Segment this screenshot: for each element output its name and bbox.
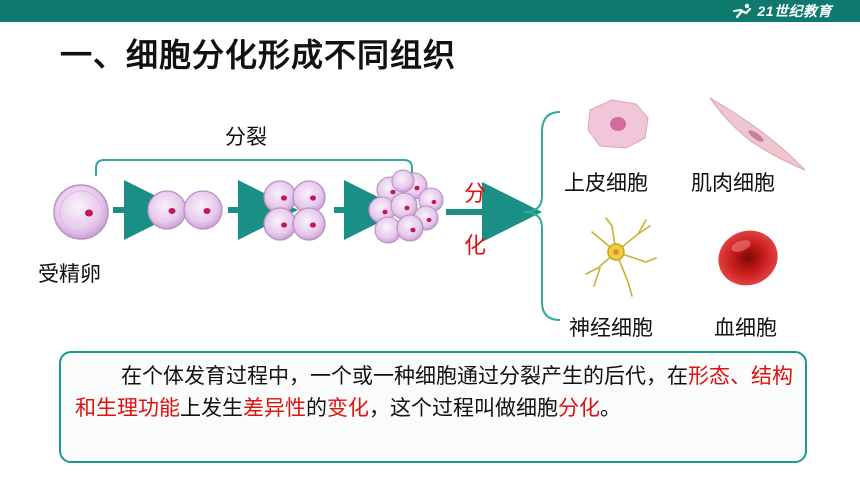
morula-cluster [368,169,444,244]
nerve-cell-image [585,217,657,297]
definition-part-4: ，这个过程叫做细胞 [369,396,558,420]
definition-part-5: 。 [600,396,621,420]
top-banner: 21世纪教育 [0,0,860,22]
highlight-form-structure-function: 形态、结构和生理功能 [75,364,793,420]
differentiation-label-bottom: 化 [464,234,487,259]
blood-cell-label: 血细胞 [714,316,777,340]
site-logo: 21世纪教育 [732,2,832,20]
four-cell-stage [263,180,326,241]
page-title: 一、细胞分化形成不同组织 [60,36,457,74]
muscle-cell-label: 肌肉细胞 [691,171,775,195]
highlight-difference: 差异性 [243,396,306,420]
definition-part-1: 在个体发育过程中，一个或一种细胞通过分裂产生的后代，在 [121,364,688,388]
definition-part-2: 上发生 [180,396,243,420]
differentiation-label-top: 分 [464,182,487,207]
runner-icon [733,3,752,19]
blood-cell-image [718,230,778,286]
division-bracket [95,159,413,176]
definition-text: 在个体发育过程中，一个或一种细胞通过分裂产生的后代，在形态、结构和生理功能上发生… [75,360,797,424]
division-label: 分裂 [225,125,267,149]
zygote-cell [53,184,109,240]
epithelial-cell-label: 上皮细胞 [564,171,648,195]
epithelial-cell-image [587,99,649,149]
logo-text: 21世纪教育 [757,3,832,19]
highlight-differentiation: 分化 [558,396,600,420]
zygote-label: 受精卵 [38,262,101,286]
highlight-change: 变化 [327,396,369,420]
nerve-cell-label: 神经细胞 [569,316,653,340]
cell-types-brace [523,111,561,321]
definition-box: 在个体发育过程中，一个或一种细胞通过分裂产生的后代，在形态、结构和生理功能上发生… [59,351,807,463]
two-cell-stage [147,190,223,230]
muscle-cell-image [709,97,806,171]
definition-part-3: 的 [306,396,327,420]
